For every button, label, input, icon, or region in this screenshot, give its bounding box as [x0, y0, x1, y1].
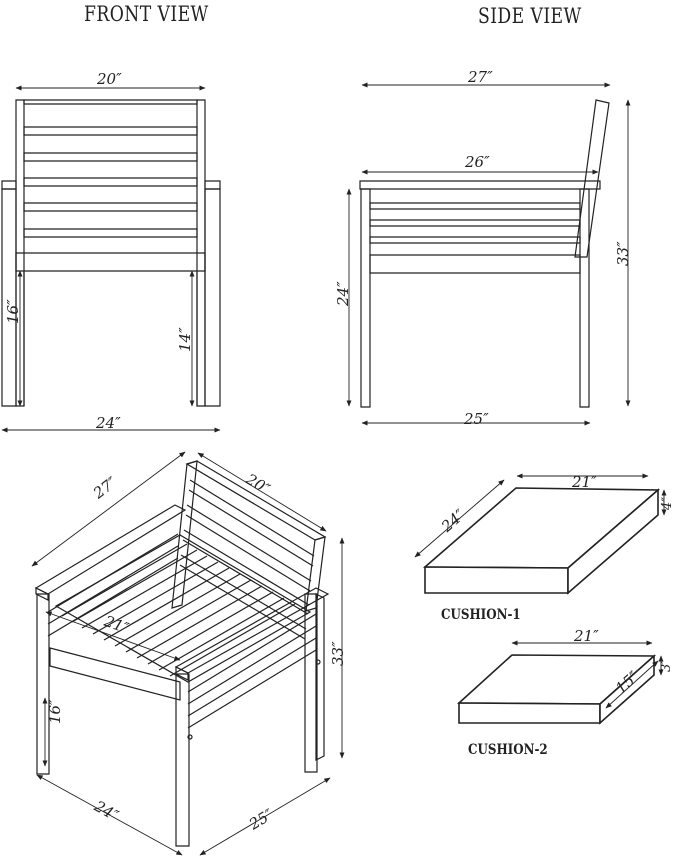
- cushion-1-name: CUSHION-1: [441, 607, 521, 623]
- cushion-2-name: CUSHION-2: [468, 742, 548, 758]
- isometric-view-drawing: [31, 451, 345, 855]
- side-depth-arm-label: 26″: [465, 153, 490, 171]
- front-arm-height-label: 14″: [176, 327, 194, 352]
- cushion-1-thickness-label: 4″: [660, 496, 675, 510]
- cushion-1-drawing: [414, 473, 667, 593]
- side-arm-height-label: 24″: [334, 281, 352, 306]
- cushion-2-width-label: 21″: [574, 627, 599, 645]
- cushion-2-thickness-label: 3″: [659, 658, 674, 672]
- side-depth-bottom-label: 25″: [464, 410, 489, 428]
- side-view-drawing: [346, 82, 631, 426]
- side-depth-top-label: 27″: [468, 68, 493, 86]
- front-view-title: FRONT VIEW: [84, 2, 209, 26]
- front-width-bottom-label: 24″: [96, 414, 121, 432]
- side-total-height-label: 33″: [614, 241, 632, 266]
- front-width-top-label: 20″: [97, 70, 122, 88]
- front-seat-height-label: 16″: [4, 299, 22, 324]
- iso-total-height-label: 33″: [329, 641, 347, 666]
- cushion-1-width-label: 21″: [572, 473, 597, 491]
- cushion-2-drawing: [459, 640, 664, 723]
- iso-seat-height-label: 16″: [46, 699, 64, 724]
- side-view-title: SIDE VIEW: [478, 4, 582, 28]
- front-view-drawing: [1, 85, 221, 433]
